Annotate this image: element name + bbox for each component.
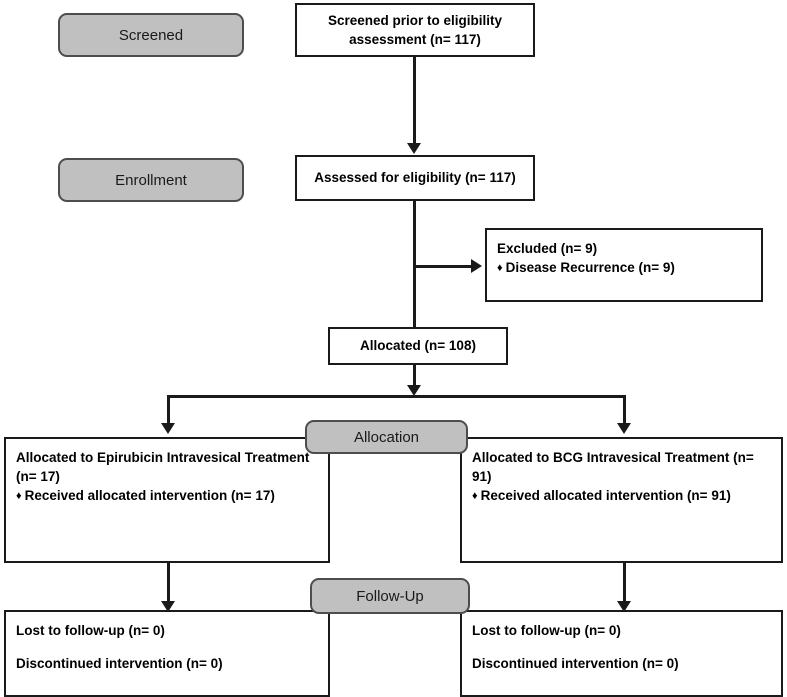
node-screened-box: Screened prior to eligibility assessment… [295, 3, 535, 57]
split-bar-allocation [167, 395, 626, 398]
node-left-allocation-box: Allocated to Epirubicin Intravesical Tre… [4, 437, 330, 563]
node-excluded-box: Excluded (n= 9) ♦Disease Recurrence (n= … [485, 228, 763, 302]
node-excluded-bullet1: Disease Recurrence (n= 9) [505, 260, 675, 276]
node-right-followup-box: Lost to follow-up (n= 0) Discontinued in… [460, 610, 783, 697]
node-screened-line2: assessment (n= 117) [349, 32, 481, 47]
node-excluded-line1: Excluded (n= 9) [497, 241, 598, 256]
connector-right-allocation-to-followup [623, 563, 626, 605]
stage-label-follow-up-text: Follow-Up [356, 587, 424, 605]
arrowhead-split-left [161, 423, 175, 434]
node-left-followup-line2: Discontinued intervention (n= 0) [16, 656, 223, 672]
node-screened-line1: Screened prior to eligibility [327, 12, 503, 28]
node-left-allocation-line1: Allocated to Epirubicin Intravesical Tre… [16, 450, 310, 465]
diamond-bullet-icon: ♦ [497, 262, 503, 275]
node-left-allocation-bullet1-row: ♦Received allocated intervention (n= 17) [16, 486, 318, 505]
connector-screened-to-assessed [413, 57, 416, 143]
arrowhead-split-right [617, 423, 631, 434]
node-right-allocation-line2: 91) [472, 469, 492, 485]
spacer [472, 640, 771, 654]
node-assessed-box: Assessed for eligibility (n= 117) [295, 155, 535, 201]
node-right-allocation-line1: Allocated to BCG Intravesical Treatment … [472, 450, 754, 465]
stage-label-screened-text: Screened [118, 26, 184, 44]
stage-label-enrollment: Enrollment [58, 158, 244, 202]
node-right-allocation-box: Allocated to BCG Intravesical Treatment … [460, 437, 783, 563]
connector-left-allocation-to-followup [167, 563, 170, 605]
node-right-allocation-bullet1-row: ♦Received allocated intervention (n= 91) [472, 486, 771, 505]
node-allocated-line1: Allocated (n= 108) [360, 338, 476, 354]
node-left-allocation-line2: (n= 17) [16, 469, 60, 485]
arrowhead-screened-to-assessed [407, 143, 421, 154]
stage-label-enrollment-text: Enrollment [115, 171, 187, 189]
stage-label-follow-up: Follow-Up [310, 578, 470, 614]
stage-label-allocation: Allocation [305, 420, 468, 454]
node-allocated-box: Allocated (n= 108) [328, 327, 508, 365]
split-drop-right [623, 395, 626, 425]
connector-assessed-to-excluded [413, 265, 471, 268]
arrowhead-allocated-down [407, 385, 421, 396]
node-assessed-line1: Assessed for eligibility (n= 117) [314, 170, 516, 186]
connector-allocated-down [413, 365, 416, 387]
connector-assessed-trunk [413, 201, 416, 327]
split-drop-left [167, 395, 170, 425]
node-right-followup-line2: Discontinued intervention (n= 0) [472, 656, 679, 672]
arrowhead-left-followup [161, 601, 175, 612]
diamond-bullet-icon: ♦ [16, 490, 22, 503]
arrowhead-assessed-to-excluded [471, 259, 482, 273]
stage-label-allocation-text: Allocation [353, 428, 420, 446]
diamond-bullet-icon: ♦ [472, 490, 478, 503]
node-excluded-bullet1-row: ♦Disease Recurrence (n= 9) [497, 258, 751, 277]
stage-label-screened: Screened [58, 13, 244, 57]
arrowhead-right-followup [617, 601, 631, 612]
node-left-followup-box: Lost to follow-up (n= 0) Discontinued in… [4, 610, 330, 697]
spacer [16, 640, 318, 654]
node-right-followup-line1: Lost to follow-up (n= 0) [472, 623, 621, 638]
node-left-allocation-bullet1: Received allocated intervention (n= 17) [24, 488, 275, 504]
node-left-followup-line1: Lost to follow-up (n= 0) [16, 623, 165, 638]
node-right-allocation-bullet1: Received allocated intervention (n= 91) [480, 488, 731, 504]
